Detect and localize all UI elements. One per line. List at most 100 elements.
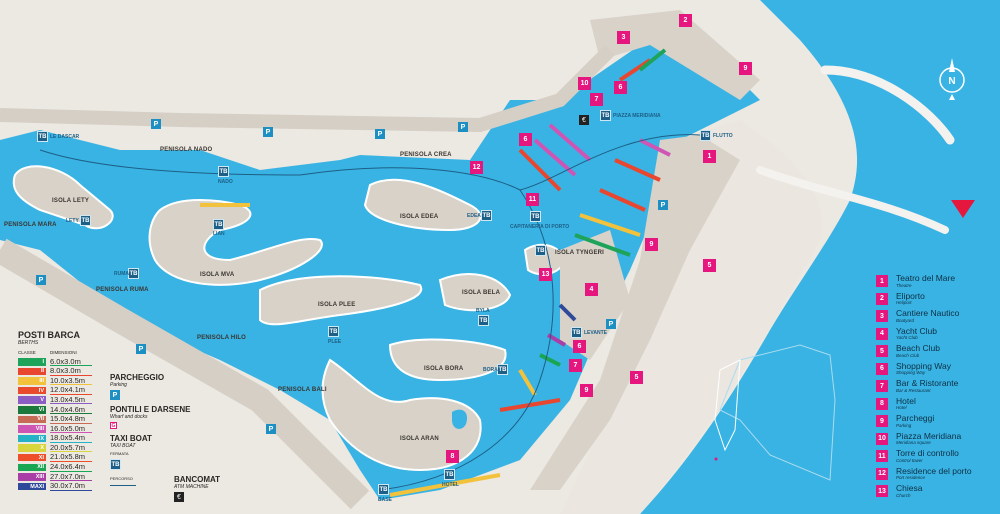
parking-icon[interactable]: P <box>151 119 161 129</box>
taxi-stop-bora[interactable]: TB <box>497 364 508 375</box>
services-legend: PARCHEGGIO Parking P PONTILI E DARSENE W… <box>110 374 240 486</box>
poi-number-badge: 6 <box>876 362 888 375</box>
poi-marker-residence[interactable]: 12 <box>470 161 483 174</box>
taxi-stop-le-dascar[interactable]: TB <box>37 131 48 142</box>
berth-class-dimensions: 20.0x5.7m <box>50 444 92 453</box>
poi-marker-shopping[interactable]: 6 <box>573 340 586 353</box>
taxi-stop-hotel[interactable]: TB <box>444 469 455 480</box>
parking-legend-title: PARCHEGGIO <box>110 373 165 382</box>
poi-marker-parking[interactable]: 9 <box>739 62 752 75</box>
parking-icon[interactable]: P <box>375 129 385 139</box>
taxi-stop-flutto[interactable]: TB <box>700 130 711 141</box>
poi-name: Torre di controllo <box>896 448 959 458</box>
taxi-stop-base[interactable]: TB <box>378 484 389 495</box>
taxi-stop-name: LIAN <box>213 231 225 237</box>
poi-name-en: Bar & Restaurant <box>896 387 931 393</box>
taxi-stop-levante[interactable]: TB <box>571 327 582 338</box>
berth-class-dimensions: 21.0x5.8m <box>50 453 92 462</box>
berth-class-swatch: MAXI <box>18 482 46 491</box>
label-penisola-bali: PENISOLA BALI <box>278 387 327 393</box>
atm-legend-subtitle: ATM MACHINE <box>174 484 209 490</box>
berths-legend-header: CLASSE DIMENSIONI <box>18 350 118 355</box>
berths-legend-subtitle: BERTHS <box>18 340 39 346</box>
parking-icon[interactable]: P <box>263 127 273 137</box>
isola-aran-land <box>321 358 482 472</box>
label-isola-plee: ISOLA PLEE <box>318 302 356 308</box>
taxi-stop-edea[interactable]: TB <box>481 210 492 221</box>
berth-class-row: X 20.0x5.7m <box>18 443 118 453</box>
parking-icon[interactable]: P <box>458 122 468 132</box>
taxi-stop-tyngeri[interactable]: TB <box>535 245 546 256</box>
berth-class-swatch: X <box>18 444 46 452</box>
breakwater-east <box>756 166 949 234</box>
taxi-stop-legend-label: FERMATA <box>110 451 129 456</box>
poi-name-en: Beach Club <box>896 352 920 358</box>
poi-marker-control-tower[interactable]: 11 <box>526 193 539 206</box>
poi-marker-parking[interactable]: 9 <box>645 238 658 251</box>
taxi-stop-nado[interactable]: TB <box>218 166 229 177</box>
taxi-stop-capitaneria[interactable]: TB <box>530 211 541 222</box>
taxi-stop-legend-icon: TB <box>110 459 121 470</box>
berth-class-swatch: XII <box>18 463 46 472</box>
poi-name-en: Meridiana square <box>896 440 931 445</box>
berth-class-dimensions: 14.0x4.6m <box>50 405 92 415</box>
taxi-stop-name: PLEE <box>328 339 342 345</box>
parking-icon[interactable]: P <box>606 319 616 329</box>
poi-marker-hotel[interactable]: 8 <box>446 450 459 463</box>
poi-number-badge: 9 <box>876 415 888 427</box>
taxi-stop-name: NADO <box>218 179 233 185</box>
poi-marker-yacht-club[interactable]: 4 <box>585 283 598 296</box>
marina-basin <box>0 40 760 500</box>
taxi-stop-piazza-meridiana[interactable]: TB <box>600 110 611 121</box>
poi-marker-bar[interactable]: 7 <box>590 93 603 106</box>
poi-marker-church[interactable]: 13 <box>539 268 552 281</box>
isola-lety-land <box>12 165 114 230</box>
poi-marker-shopping[interactable]: 6 <box>519 133 532 146</box>
taxi-stop-name: LEVANTE <box>584 330 607 336</box>
poi-number-badge: 2 <box>876 292 888 305</box>
taxi-stop-plee[interactable]: TB <box>328 326 339 337</box>
poi-marker-heliport[interactable]: 2 <box>679 14 692 27</box>
taxi-stop-byla[interactable]: TB <box>478 315 489 326</box>
parking-icon[interactable]: P <box>266 424 276 434</box>
berth-class-dimensions: 15.0x4.8m <box>50 415 92 424</box>
poi-marker-theatre[interactable]: 1 <box>703 150 716 163</box>
parking-icon[interactable]: P <box>136 344 146 354</box>
poi-marker-shopping[interactable]: 6 <box>614 81 627 94</box>
taxi-stop-name: LE DASCAR <box>50 134 80 140</box>
poi-marker-bar[interactable]: 7 <box>569 359 582 372</box>
poi-marker-beach-club[interactable]: 5 <box>703 259 716 272</box>
atm-icon[interactable]: € <box>579 115 589 125</box>
taxi-stop-lety[interactable]: TB <box>80 215 91 226</box>
berth-class-dimensions: 13.0x4.5m <box>50 396 92 405</box>
poi-marker-parking[interactable]: 9 <box>580 384 593 397</box>
taxi-stop-name: EDEA <box>467 213 481 219</box>
atm-legend-title: BANCOMAT <box>174 475 221 484</box>
poi-marker-boatyard[interactable]: 3 <box>617 31 630 44</box>
poi-name: Shopping Way <box>896 360 951 371</box>
inset-overview-map <box>714 344 836 481</box>
poi-number-badge: 11 <box>876 450 888 462</box>
isola-bora-land <box>388 338 507 382</box>
taxi-stop-lian[interactable]: TB <box>213 219 224 230</box>
parking-icon[interactable]: P <box>36 275 46 285</box>
docks-legend-title: PONTILI E DARSENE <box>110 405 191 414</box>
label-penisola-nado: PENISOLA NADO <box>160 147 213 153</box>
isola-plee-land <box>259 275 423 326</box>
isola-edea-land <box>363 178 482 232</box>
poi-marker-piazza-meridiana[interactable]: 10 <box>578 77 591 90</box>
taxi-stop-name: LETY <box>66 218 79 224</box>
label-penisola-hilo: PENISOLA HILO <box>197 335 247 341</box>
poi-marker-beach-club[interactable]: 5 <box>630 371 643 384</box>
harbour-entrance-marker-icon <box>951 200 975 218</box>
taxi-stop-ruma[interactable]: TB <box>128 268 139 279</box>
parking-icon[interactable]: P <box>658 200 668 210</box>
